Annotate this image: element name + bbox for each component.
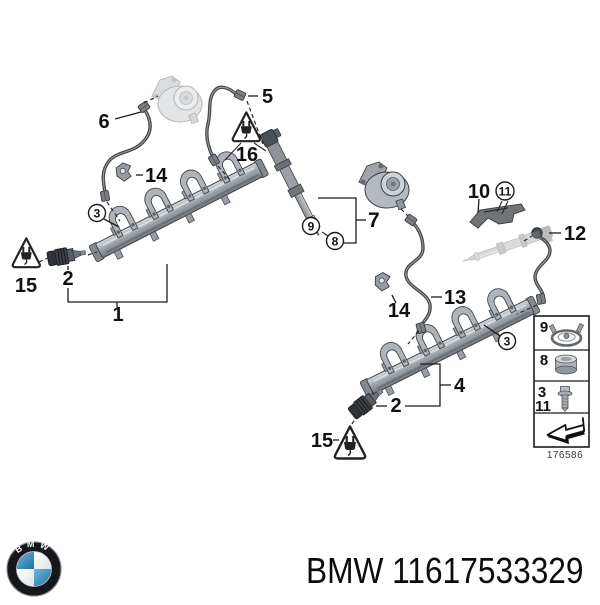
legend-item-3: 3: [538, 384, 546, 401]
callout-circle-3-lower: [497, 331, 517, 351]
callout-6: 6: [98, 111, 109, 133]
callout-16: 16: [236, 144, 258, 166]
legend-item-9: 9: [540, 319, 548, 336]
fuel-injector-ghost: [460, 224, 555, 271]
brand-text: BMW: [306, 551, 383, 591]
callout-circle-3-upper: [87, 203, 107, 223]
svg-text:3: 3: [504, 335, 511, 349]
direction-arrow-icon: [546, 417, 586, 444]
warning-triangle-lower: [333, 425, 367, 460]
logo-quadrant-white-tr: [34, 551, 52, 569]
drawing-number: 176586: [547, 450, 583, 461]
fuel-pipe-12: [533, 236, 552, 301]
logo-quadrant-blue-tl: [16, 551, 34, 569]
fuel-rail-upper-assembly: 6 5 14 16 3 15 2 1 7 9 8: [11, 75, 380, 326]
callout-circle-9: [301, 216, 321, 236]
warning-triangle-injector: [231, 111, 261, 143]
high-pressure-pump-ghost: [151, 75, 203, 125]
rail-bracket-10: [469, 203, 526, 229]
legend-item-8: 8: [540, 352, 548, 369]
screw-icon: [557, 386, 573, 413]
fuel-rail-lower-assembly: 10 11 12 13 14 3 2 4 15: [311, 161, 586, 460]
callout-2-upper: 2: [62, 268, 73, 290]
svg-text:9: 9: [308, 220, 315, 234]
pipe-clamp-lower: [371, 270, 393, 293]
svg-text:8: 8: [332, 235, 339, 249]
svg-text:11: 11: [499, 185, 512, 199]
support-ring-icon: [548, 323, 585, 347]
pressure-sensor-upper: [46, 244, 88, 268]
high-pressure-pump: [358, 161, 410, 211]
warning-triangle-upper: [11, 237, 41, 269]
callout-5: 5: [262, 86, 273, 108]
callout-4: 4: [454, 375, 466, 397]
logo-quadrant-white-bl: [16, 569, 34, 587]
legend-item-11: 11: [535, 398, 551, 415]
callout-2-lower: 2: [390, 395, 401, 417]
callout-10: 10: [468, 181, 490, 203]
part-number-text: 11617533329: [392, 551, 583, 591]
callout-14-lower: 14: [388, 300, 411, 322]
legend-box: 9 8 3 11: [533, 315, 590, 448]
logo-quadrant-blue-br: [34, 569, 52, 587]
callout-12: 12: [564, 223, 586, 245]
svg-text:3: 3: [94, 207, 101, 221]
callout-13: 13: [444, 287, 466, 309]
callout-15-upper: 15: [15, 275, 37, 297]
callout-7: 7: [368, 209, 380, 232]
callout-circle-8: [325, 231, 345, 251]
callout-14-upper: 14: [145, 165, 168, 187]
callout-15-lower: 15: [311, 430, 333, 452]
pipe-clamp-upper: [114, 161, 134, 183]
bmw-logo: BMW: [6, 539, 62, 597]
seal-bushing-icon: [555, 354, 577, 375]
callout-circle-11: [495, 181, 515, 201]
callout-1: 1: [112, 304, 123, 326]
